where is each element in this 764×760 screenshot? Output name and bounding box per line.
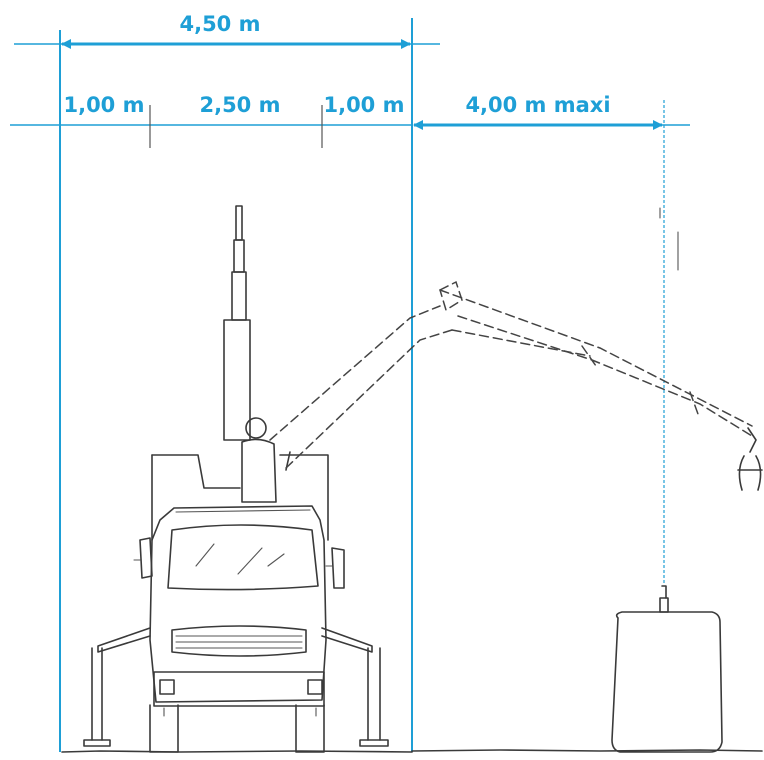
stowed-boom	[223, 205, 251, 441]
left-mirror	[139, 537, 153, 579]
operator	[241, 417, 277, 503]
extended-boom	[269, 280, 763, 491]
right-outrigger-label: 1,00 m	[323, 93, 404, 117]
boom-tip	[747, 427, 757, 453]
truck	[83, 205, 389, 753]
left-outrigger-label: 1,00 m	[63, 93, 144, 117]
truck-cab	[133, 505, 345, 717]
left-wheel	[149, 704, 179, 753]
left-headlight	[159, 679, 175, 695]
load-container	[611, 585, 723, 753]
right-mirror	[331, 547, 345, 589]
overall-dimension-label: 4,50 m	[179, 12, 260, 36]
right-headlight	[307, 679, 323, 695]
grille	[171, 625, 307, 657]
right-outrigger	[321, 627, 389, 747]
dimension-lines	[10, 18, 690, 752]
windshield	[167, 524, 319, 591]
sketch-marks	[659, 207, 679, 271]
ground-line	[61, 749, 763, 753]
truck-width-label: 2,50 m	[199, 93, 280, 117]
bumper	[153, 671, 325, 707]
grapple	[737, 455, 763, 491]
left-outrigger	[83, 627, 151, 747]
crane-body	[151, 451, 329, 541]
reach-label: 4,00 m maxi	[465, 93, 610, 117]
right-wheel	[295, 704, 325, 753]
